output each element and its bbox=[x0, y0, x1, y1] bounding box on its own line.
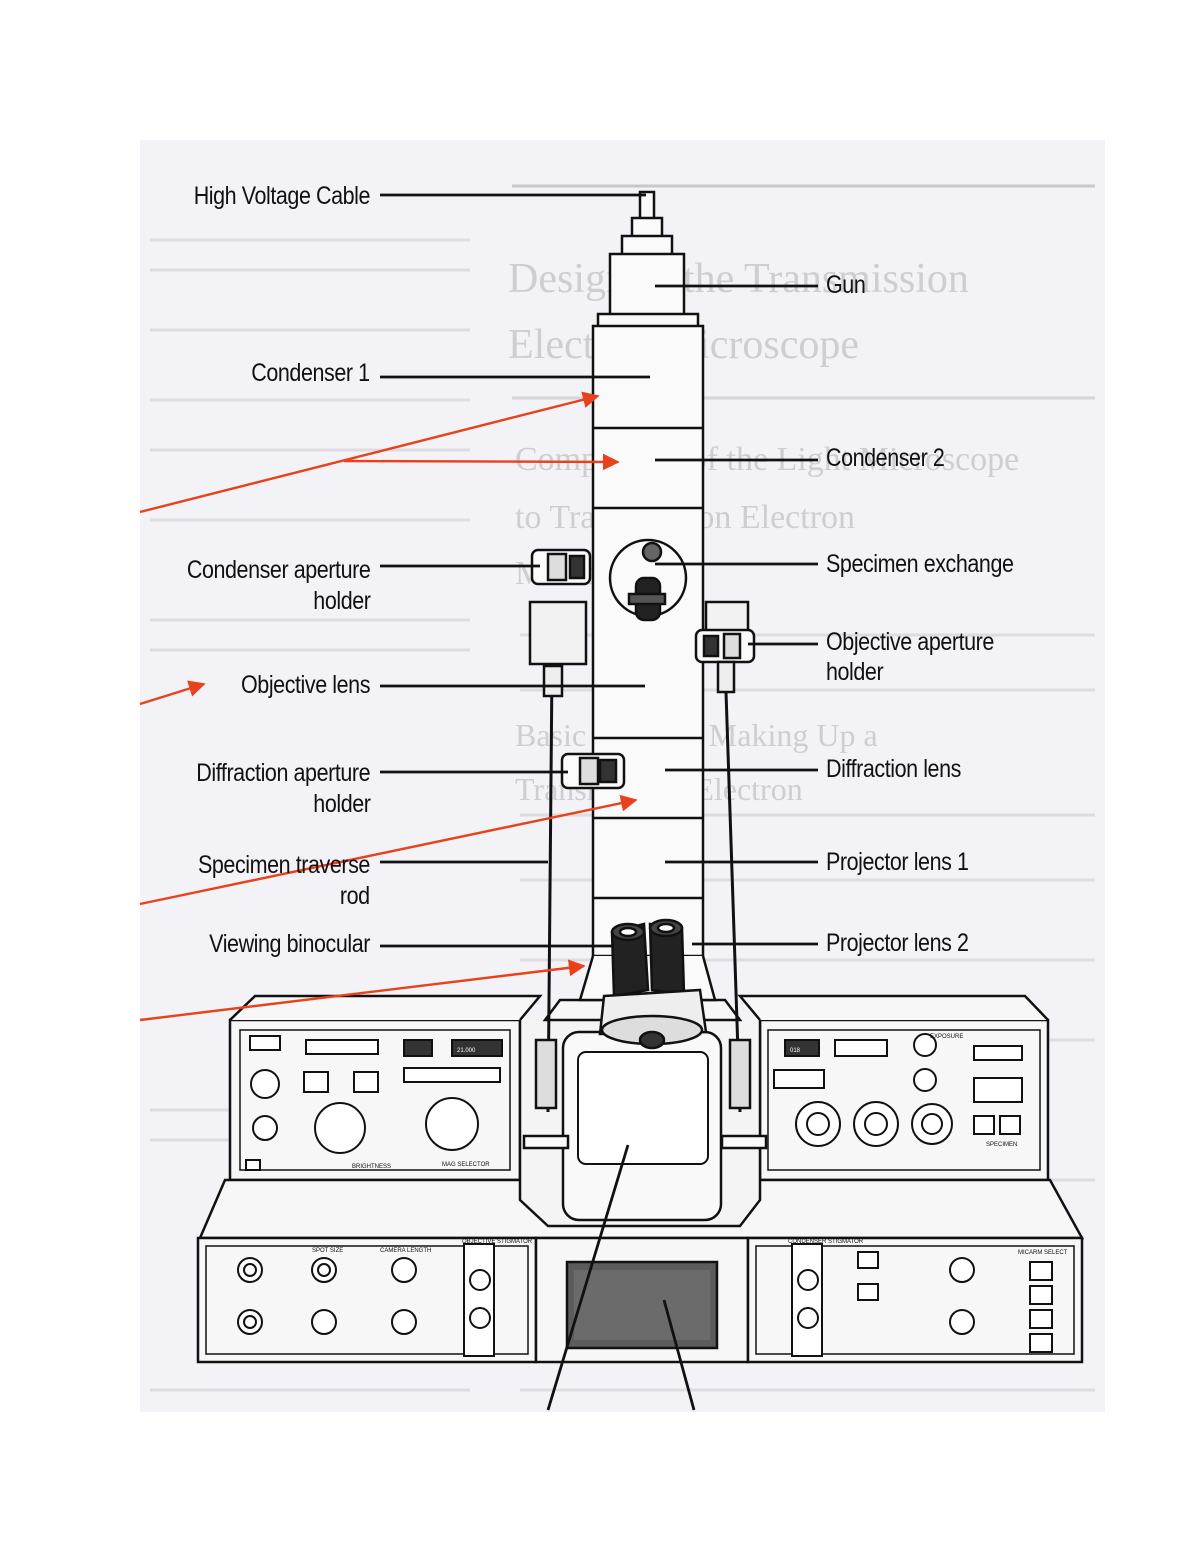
label-high-voltage-cable: High Voltage Cable bbox=[193, 182, 371, 210]
panel-brightness: BRIGHTNESS bbox=[352, 1164, 391, 1170]
red-arrows bbox=[139, 391, 638, 1022]
label-specimen-traverse-1: Specimen traverse bbox=[198, 851, 370, 879]
column bbox=[522, 190, 768, 1150]
panel-micarm-select: MICARM SELECT bbox=[1018, 1250, 1068, 1256]
label-viewing-binocular: Viewing binocular bbox=[209, 930, 370, 958]
bleed-through-text: Design of the Transmission Electron Micr… bbox=[508, 256, 1019, 807]
label-diffraction-aperture-1: Diffraction aperture bbox=[196, 759, 370, 787]
panel-mag-selector: MAG SELECTOR bbox=[442, 1162, 490, 1168]
panel-exposure: EXPOSURE bbox=[930, 1034, 963, 1040]
label-diffraction-aperture-2: holder bbox=[312, 790, 371, 818]
panel-counter: 018 bbox=[790, 1048, 801, 1054]
arrow-4 bbox=[139, 794, 638, 906]
console-controls bbox=[237, 1033, 1053, 1357]
panel-condenser-stigmator: CONDENSER STIGMATOR bbox=[788, 1239, 864, 1245]
label-gun: Gun bbox=[826, 271, 866, 299]
label-specimen-traverse-2: rod bbox=[340, 882, 370, 910]
console-printed-labels: MAG SELECTOR BRIGHTNESS 21.000 018 EXPOS… bbox=[312, 1034, 1068, 1256]
label-projector-lens-2: Projector lens 2 bbox=[826, 929, 969, 957]
leader-lines bbox=[380, 193, 818, 1411]
panel-objective-stigmator: OBJECTIVE STIGMATOR bbox=[462, 1239, 533, 1245]
label-projector-lens-1: Projector lens 1 bbox=[826, 848, 969, 876]
label-objective-aperture-2: holder bbox=[826, 658, 884, 686]
panel-mag-readout: 21.000 bbox=[457, 1048, 476, 1054]
label-condenser-aperture-2: holder bbox=[312, 587, 371, 615]
panel-specimen: SPECIMEN bbox=[986, 1142, 1017, 1148]
viewing-binocular bbox=[598, 918, 708, 1050]
label-specimen-exchange: Specimen exchange bbox=[826, 550, 1014, 578]
arrow-5 bbox=[139, 959, 586, 1022]
arrow-2 bbox=[343, 453, 620, 471]
bleed-heading-1: Design of the Transmission bbox=[508, 256, 969, 302]
label-condenser-aperture-1: Condenser aperture bbox=[186, 556, 370, 584]
label-diffraction-lens: Diffraction lens bbox=[826, 755, 961, 783]
label-objective-aperture-1: Objective aperture bbox=[826, 628, 994, 656]
label-condenser-1: Condenser 1 bbox=[251, 359, 371, 387]
arrow-3 bbox=[139, 680, 206, 706]
panel-camera-length: CAMERA LENGTH bbox=[380, 1248, 431, 1254]
arrow-1 bbox=[139, 391, 600, 514]
label-condenser-2: Condenser 2 bbox=[826, 444, 945, 472]
panel-spot-size: SPOT SIZE bbox=[312, 1248, 343, 1254]
leader-screen-2 bbox=[662, 1299, 696, 1411]
leader-screen-1 bbox=[546, 1144, 630, 1411]
label-objective-lens: Objective lens bbox=[240, 671, 370, 699]
left-side-block bbox=[528, 600, 588, 666]
